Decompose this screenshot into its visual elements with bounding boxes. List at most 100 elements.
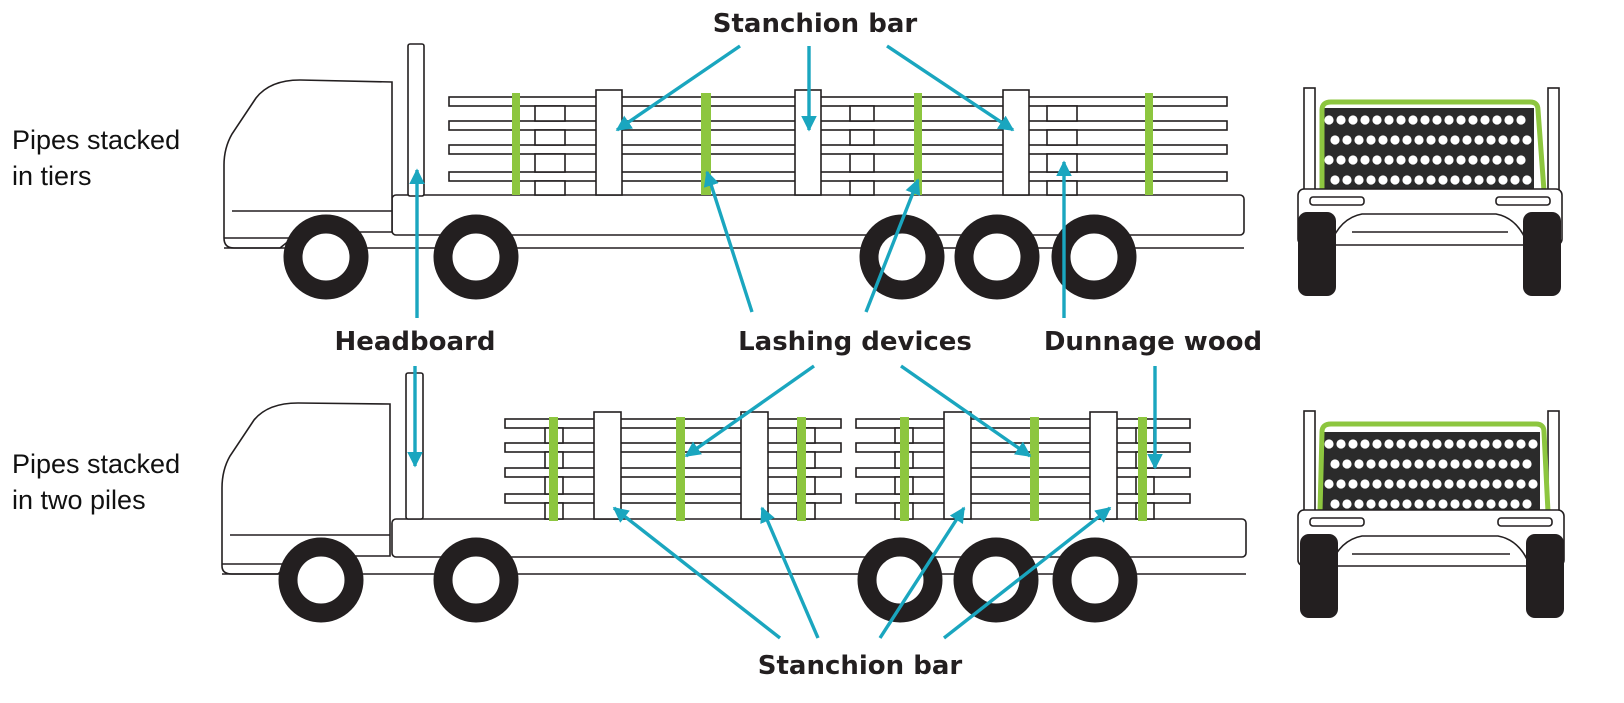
pipe-end: [1456, 479, 1466, 489]
pipe-end: [1438, 459, 1448, 469]
pipe-end: [1366, 459, 1376, 469]
pipe-end: [1516, 479, 1526, 489]
pipe-end: [1408, 439, 1418, 449]
pipe-end: [1516, 439, 1526, 449]
pipe-end: [1336, 439, 1346, 449]
pipe-end: [1372, 479, 1382, 489]
stanchion-bar: [593, 411, 622, 520]
callout-headboard: Headboard: [334, 327, 495, 357]
pipe-end: [1450, 499, 1460, 509]
pipe-ends-holes: [1324, 115, 1532, 185]
pipe-end: [1336, 115, 1346, 125]
pipe-end: [1360, 439, 1370, 449]
label-piles-line1: Pipes stacked: [12, 449, 180, 479]
pipe-end: [1528, 479, 1538, 489]
pipe-end: [1324, 115, 1334, 125]
pipe-end: [1330, 135, 1340, 145]
pipe-stack-tiers: [448, 96, 1228, 196]
pipe-end: [1480, 479, 1490, 489]
pipe-end: [1522, 135, 1532, 145]
pipe-end: [1510, 175, 1520, 185]
pipe-end: [1414, 499, 1424, 509]
arrow-stanchion-bottom-3: [878, 506, 966, 639]
pipe-end: [1408, 115, 1418, 125]
pipe-end: [1408, 155, 1418, 165]
pipe-pile-left: [504, 418, 842, 504]
pipe-end: [1426, 135, 1436, 145]
pipe-end: [1360, 155, 1370, 165]
pipe-end: [1492, 155, 1502, 165]
pipe-end: [1342, 459, 1352, 469]
pipe-end: [1378, 499, 1388, 509]
pipe-end: [1372, 115, 1382, 125]
pipe-end: [1504, 155, 1514, 165]
pipe-end: [1348, 155, 1358, 165]
pipe-end: [1348, 115, 1358, 125]
pipe-end: [1420, 115, 1430, 125]
pipe-end: [1432, 115, 1442, 125]
pipe-end: [1360, 115, 1370, 125]
callout-stanchion-bar-bottom: Stanchion bar: [758, 651, 963, 681]
pipe-end: [1336, 155, 1346, 165]
pipe-end: [1366, 175, 1376, 185]
rear-view-piles: [1297, 410, 1565, 618]
pipe-end: [1402, 499, 1412, 509]
pipe-end: [1486, 135, 1496, 145]
pipe-end: [1378, 175, 1388, 185]
pipe-end: [1450, 135, 1460, 145]
pipe-end: [1480, 115, 1490, 125]
pipe-end: [1486, 499, 1496, 509]
pipe-end: [1402, 459, 1412, 469]
pipe-end: [1414, 135, 1424, 145]
pipe-end: [1528, 439, 1538, 449]
pipe-end: [1486, 175, 1496, 185]
pipe-end: [1414, 175, 1424, 185]
pipe-end: [1384, 155, 1394, 165]
truck-tiers: [223, 43, 1245, 300]
pipe-end: [1522, 499, 1532, 509]
stanchion-bar: [1002, 89, 1030, 196]
stanchion-bar: [740, 411, 769, 520]
pipe-ends-piles: [1322, 432, 1540, 512]
pipe-end: [1444, 115, 1454, 125]
pipe-end: [1324, 479, 1334, 489]
pipe-end: [1462, 175, 1472, 185]
pipe-end: [1462, 459, 1472, 469]
pipe-end: [1378, 459, 1388, 469]
pipe-end: [1420, 439, 1430, 449]
pipe-end: [1504, 479, 1514, 489]
arrow-lashing-bottom-2: [900, 364, 1032, 458]
pipe-end: [1450, 459, 1460, 469]
pipe-end: [1342, 175, 1352, 185]
pipe-end: [1432, 479, 1442, 489]
pipe-end: [1474, 175, 1484, 185]
pipe-end: [1330, 499, 1340, 509]
arrow-lashing-bottom-1: [684, 364, 815, 458]
pipe-end: [1522, 459, 1532, 469]
arrow-lashing-top-1: [703, 170, 754, 313]
pipe-end: [1390, 459, 1400, 469]
pipe-end: [1474, 499, 1484, 509]
pipe-end: [1504, 115, 1514, 125]
pipe-end: [1360, 479, 1370, 489]
pipe-end: [1384, 439, 1394, 449]
pipe-end: [1366, 499, 1376, 509]
pipe-end: [1498, 459, 1508, 469]
pipe-end: [1444, 439, 1454, 449]
pipe-end: [1342, 499, 1352, 509]
pipe-end: [1396, 115, 1406, 125]
pipe-end: [1390, 175, 1400, 185]
callout-dunnage-wood: Dunnage wood: [1044, 327, 1262, 357]
pipe-end: [1444, 155, 1454, 165]
pipe-end: [1522, 175, 1532, 185]
pipe-end: [1492, 115, 1502, 125]
pipe-end: [1354, 135, 1364, 145]
callout-lashing-devices: Lashing devices: [738, 327, 972, 357]
wheels-tiers: [283, 214, 1137, 300]
pipe-end: [1468, 115, 1478, 125]
label-tiers-line1: Pipes stacked: [12, 125, 180, 155]
pipe-end: [1492, 479, 1502, 489]
pipe-end: [1348, 479, 1358, 489]
pipe-end: [1342, 135, 1352, 145]
pipe-end: [1498, 175, 1508, 185]
